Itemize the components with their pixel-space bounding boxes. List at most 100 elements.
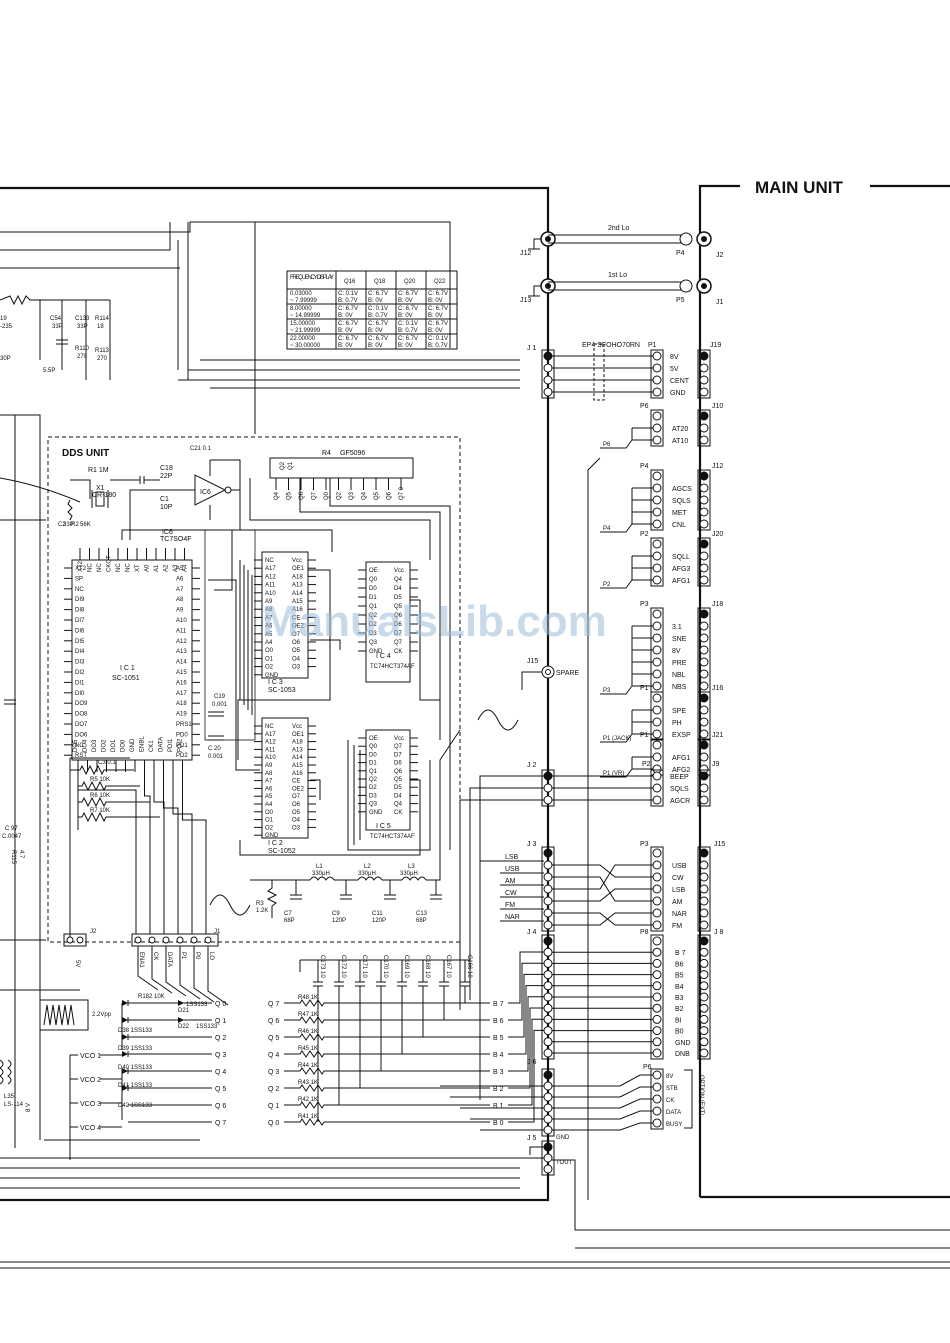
j4-plug-label: P8 xyxy=(640,929,649,936)
r4-pin: Q0 xyxy=(324,491,330,500)
group-ref-label: P2 xyxy=(603,582,611,588)
ic-pin-right: A14 xyxy=(176,660,187,666)
ic-pin-right: A14 xyxy=(292,591,303,597)
svg-text:R182 10K: R182 10K xyxy=(138,994,165,1000)
table-cell-c: C: 6.7V xyxy=(398,291,418,297)
group-pin-label: AFG3 xyxy=(672,566,690,573)
ic-pin-right: OE2 xyxy=(292,624,305,630)
svg-text:1.2K: 1.2K xyxy=(256,908,268,914)
j3-plug-label: P3 xyxy=(640,841,649,848)
svg-text:L3: L3 xyxy=(408,864,415,870)
ic1-bottom-pin: CK1 xyxy=(149,740,155,752)
connector-pin xyxy=(699,981,709,991)
r4-pin: Q2 xyxy=(280,461,286,470)
ic-pin-left: A7 xyxy=(265,779,273,785)
ic-pin-left: A6 xyxy=(265,786,273,792)
table-cell-b: B: 0V xyxy=(398,343,413,349)
ic-pin-right: O5 xyxy=(292,648,301,654)
svg-text:56K: 56K xyxy=(80,522,91,528)
ic1-top-pin: A4 xyxy=(183,564,189,572)
group-ref-label: P1 (VR) xyxy=(603,771,624,777)
connector-pin xyxy=(652,740,662,750)
r4-pin: Q7 0 xyxy=(399,486,405,500)
ic-pin-left: Q1 xyxy=(369,604,378,610)
ic-pin-right: PD2 xyxy=(176,753,188,759)
connector-pin xyxy=(543,908,553,918)
ic1-bottom-pin: GND xyxy=(130,738,136,752)
svg-text:SC-1053: SC-1053 xyxy=(268,687,296,694)
connector-pin xyxy=(543,896,553,906)
svg-text:R7 10K: R7 10K xyxy=(90,808,110,814)
ic-pin-right: O7 xyxy=(292,794,301,800)
ic-pin-right: OE1 xyxy=(292,566,305,572)
band-q-label: Q 4 xyxy=(268,1052,279,1059)
main-unit-title: MAIN UNIT xyxy=(755,178,843,197)
j3-label: J 3 xyxy=(527,841,536,848)
frequency-table: FREQUENCY DISPLAY Q16 Q18 Q20 Q22 0.0300… xyxy=(286,270,458,350)
table-cell-c: C: 6.7V xyxy=(338,321,358,327)
table-cell-c: C: 6.7V xyxy=(368,291,388,297)
ic-pin-left: Q0 xyxy=(369,744,378,750)
connector-pin xyxy=(699,970,709,980)
band-r-label: R43 1K xyxy=(298,1080,318,1086)
ic-pin-right: D7 xyxy=(394,752,402,758)
connector-pin xyxy=(543,1037,553,1047)
connector-pin xyxy=(699,1003,709,1013)
connector-pin xyxy=(543,783,553,793)
ic-pin-left: DI3 xyxy=(75,660,85,666)
svg-text:R6 10K: R6 10K xyxy=(90,793,110,799)
svg-text:TC74HCT374AF: TC74HCT374AF xyxy=(370,664,415,670)
connector-pin xyxy=(652,1118,662,1128)
ic-pin-left: DO9 xyxy=(75,701,88,707)
svg-text:D41 1SS133: D41 1SS133 xyxy=(118,1083,153,1089)
svg-text:33P: 33P xyxy=(63,522,74,528)
table-cell-c: C: 6.7V xyxy=(338,336,358,342)
connector-pin xyxy=(699,884,709,894)
table-cell-b: B: 0V xyxy=(428,313,443,319)
ic-pin-right: A8 xyxy=(176,597,184,603)
group-pin-label: NBL xyxy=(672,672,686,679)
table-row-freq-end: ~ 14.99999 xyxy=(290,313,321,319)
j4-band-input: B 2 xyxy=(493,1086,504,1093)
ic3-sc1053: I C 3 SC-1053 NCA17A12A11A10A9A8A7A6A5A4… xyxy=(254,551,316,694)
ic-pin-right: A15 xyxy=(292,599,303,605)
group-pin-label: SNE xyxy=(672,636,687,643)
ic2-sc1052: I C 2 SC-1052 NCA17A12A11A10A9A8A7A6A5A4… xyxy=(254,717,316,855)
group-plug-label: P3 xyxy=(640,601,649,608)
ic-pin-right: Vcc xyxy=(292,724,302,730)
coax-plug-label: P4 xyxy=(676,250,685,257)
table-cell-b: B: 0.7V xyxy=(398,328,418,334)
connector-pin xyxy=(543,1092,553,1102)
connector-pin xyxy=(652,884,662,894)
connector-pin xyxy=(652,958,662,968)
connector-pin xyxy=(699,351,709,361)
r4-pin: Q4 xyxy=(362,491,368,500)
connector-pin xyxy=(543,947,553,957)
svg-text:D21: D21 xyxy=(178,1008,190,1014)
svg-text:0.001: 0.001 xyxy=(212,702,228,708)
table-cell-b: B: 0V xyxy=(368,343,383,349)
j5-pin-label: GND xyxy=(556,1135,570,1141)
vco-q-label: Q 7 xyxy=(215,1120,226,1127)
group-pin-label: NBS xyxy=(672,684,687,691)
ic-pin-left: DI7 xyxy=(75,618,85,624)
connector-pin xyxy=(652,375,662,385)
connector-pin xyxy=(699,752,709,762)
group-main-label: J10 xyxy=(712,403,723,410)
band-r-label: R45 1K xyxy=(298,1046,318,1052)
connector-pin xyxy=(543,872,553,882)
ic-pin-right: Q5 xyxy=(394,604,403,610)
ic-pin-left: A17 xyxy=(265,732,276,738)
table-cell-b: B: 0V xyxy=(428,328,443,334)
connector-pin xyxy=(543,1014,553,1024)
connector-pin xyxy=(652,495,662,505)
svg-text:120P: 120P xyxy=(332,918,346,924)
svg-text:J19: J19 xyxy=(710,342,721,349)
connector-pin xyxy=(699,920,709,930)
j3-right-pin-label: CW xyxy=(672,875,684,882)
ic-pin-right: A16 xyxy=(176,680,187,686)
connector-pin xyxy=(652,872,662,882)
ic1-top-pin: A1 xyxy=(154,564,160,572)
svg-text:EP4 SFOHO70RN: EP4 SFOHO70RN xyxy=(582,342,640,349)
